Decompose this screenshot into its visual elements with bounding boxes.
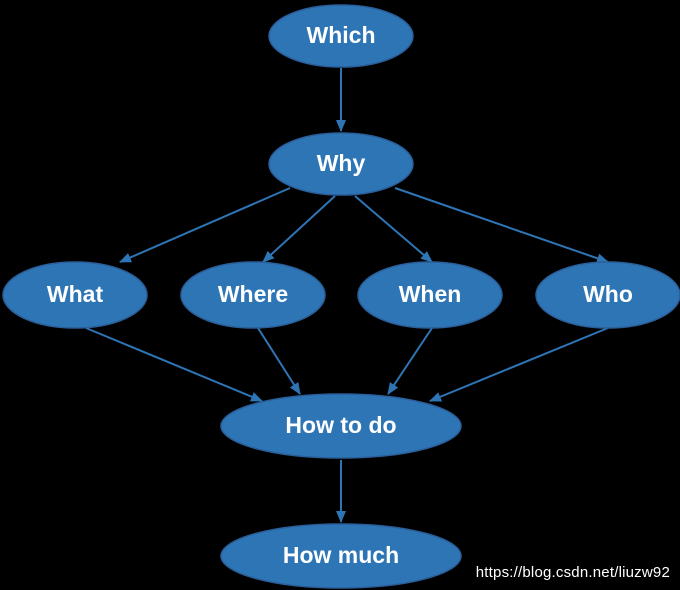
node-where: Where bbox=[180, 261, 326, 329]
node-why: Why bbox=[268, 132, 414, 196]
node-howmuch-shape bbox=[220, 523, 462, 589]
edge-who-howtodo bbox=[429, 327, 609, 402]
edge-why-when bbox=[354, 195, 433, 263]
node-who-shape bbox=[535, 261, 680, 329]
node-which: Which bbox=[268, 4, 414, 68]
node-who-label: Who bbox=[583, 281, 633, 307]
node-which-shape bbox=[268, 4, 414, 68]
node-what-shape bbox=[2, 261, 148, 329]
node-howtodo-label: How to do bbox=[285, 412, 396, 438]
edge-why-what bbox=[119, 187, 291, 263]
node-where-label: Where bbox=[218, 281, 288, 307]
node-why-shape bbox=[268, 132, 414, 196]
node-who: Who bbox=[535, 261, 680, 329]
node-howmuch: How much bbox=[220, 523, 462, 589]
edges bbox=[85, 68, 609, 523]
node-what: What bbox=[2, 261, 148, 329]
node-when: When bbox=[357, 261, 503, 329]
edge-why-who bbox=[394, 187, 609, 264]
node-what-label: What bbox=[47, 281, 104, 307]
node-howtodo: How to do bbox=[220, 393, 462, 459]
edge-when-howtodo bbox=[387, 327, 433, 395]
node-why-label: Why bbox=[317, 150, 366, 176]
node-when-label: When bbox=[399, 281, 462, 307]
watermark-text: https://blog.csdn.net/liuzw92 bbox=[475, 564, 670, 581]
edge-why-where bbox=[262, 195, 336, 263]
node-where-shape bbox=[180, 261, 326, 329]
edge-what-howtodo bbox=[85, 327, 263, 402]
node-howtodo-shape bbox=[220, 393, 462, 459]
node-when-shape bbox=[357, 261, 503, 329]
node-howmuch-label: How much bbox=[283, 542, 399, 568]
edge-where-howtodo bbox=[257, 327, 301, 395]
node-which-label: Which bbox=[307, 22, 376, 48]
